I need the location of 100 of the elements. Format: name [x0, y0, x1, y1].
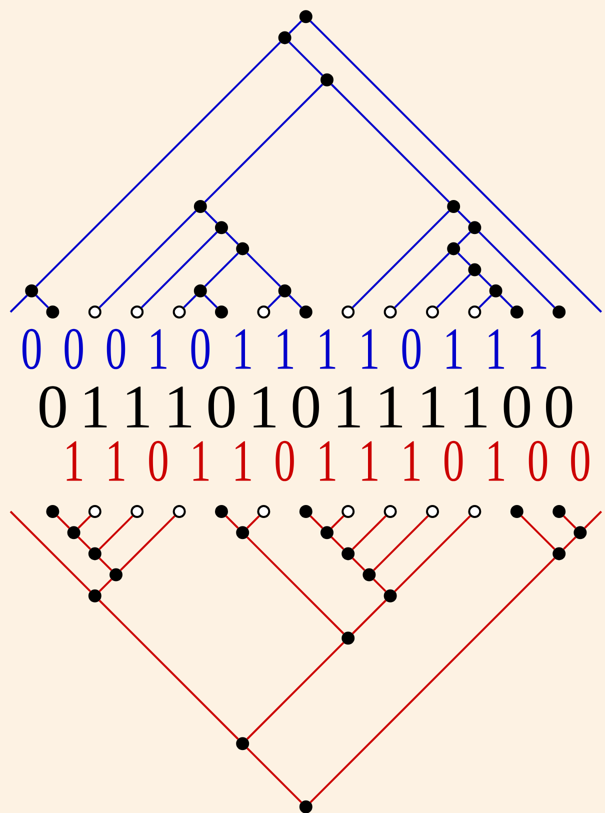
- tree-line: [520, 515, 556, 550]
- digit: 1: [464, 386, 486, 428]
- dot: [25, 284, 38, 298]
- digit: 1: [127, 386, 149, 428]
- dot: [278, 31, 292, 44]
- dot: [299, 10, 312, 24]
- digit: 1: [362, 329, 378, 369]
- tree-line: [204, 294, 218, 308]
- dot: [278, 284, 292, 298]
- digit: 1: [236, 441, 251, 481]
- digit: 0: [402, 328, 420, 370]
- dot: [236, 242, 250, 256]
- dot: [299, 505, 312, 518]
- dot: [468, 263, 482, 276]
- tree-line: [225, 232, 239, 245]
- dot: [46, 505, 60, 518]
- tree-line: [246, 252, 281, 288]
- tree-line: [78, 515, 92, 529]
- dot: [110, 568, 122, 582]
- tree-line: [288, 20, 302, 34]
- tree-line: [584, 510, 602, 529]
- dot: [194, 284, 207, 298]
- tree-line: [352, 600, 386, 634]
- tree-line: [330, 536, 344, 550]
- hollow-dot: [468, 505, 482, 518]
- digit: 0: [191, 328, 210, 370]
- tree-line: [500, 294, 513, 308]
- tree-line: [56, 515, 70, 529]
- dot: [384, 589, 397, 602]
- tree-line: [98, 578, 112, 592]
- tree-line: [373, 515, 429, 571]
- digit: 0: [528, 440, 548, 482]
- dot: [342, 632, 355, 645]
- tree-line: [246, 536, 344, 634]
- tree-line: [183, 294, 197, 308]
- digit: 0: [64, 328, 83, 370]
- digit: 0: [546, 386, 572, 428]
- dot: [215, 505, 228, 518]
- digit: 1: [404, 441, 420, 481]
- tree-line: [246, 515, 260, 529]
- digit: 1: [151, 329, 166, 369]
- digit: 1: [338, 386, 360, 428]
- digit: 1: [109, 441, 124, 481]
- dot: [88, 547, 102, 560]
- dot: [510, 505, 524, 518]
- digit: 0: [106, 328, 126, 370]
- dot: [489, 284, 502, 298]
- tree-line: [204, 252, 239, 288]
- tree-line: [246, 747, 302, 804]
- tree-line: [98, 515, 134, 550]
- hollow-dot: [88, 505, 102, 518]
- digit: 1: [362, 441, 378, 481]
- tree-line: [310, 558, 556, 803]
- tree-line: [288, 42, 324, 76]
- hollow-dot: [342, 505, 355, 518]
- hollow-dot: [257, 306, 270, 318]
- tree-line: [352, 210, 450, 308]
- tree-line: [478, 274, 492, 288]
- tree-line: [10, 294, 28, 313]
- tree-line: [35, 42, 281, 288]
- dot: [88, 589, 102, 602]
- tree-line: [78, 536, 92, 550]
- dot: [362, 568, 376, 582]
- tree-line: [330, 84, 450, 203]
- dot: [320, 73, 334, 86]
- dot: [552, 505, 566, 518]
- hollow-dot: [130, 306, 144, 318]
- tree-line: [288, 294, 302, 308]
- hollow-dot: [172, 505, 186, 518]
- tree-line: [204, 84, 324, 203]
- tree-line: [10, 510, 92, 592]
- tree-line: [352, 515, 386, 550]
- tree-line: [457, 210, 471, 224]
- digit: 0: [571, 440, 590, 482]
- tree-line: [457, 252, 471, 266]
- tree-line: [373, 578, 386, 592]
- tree-line: [436, 274, 471, 308]
- digit: 1: [278, 329, 293, 369]
- digit: 1: [84, 386, 107, 428]
- digit: 0: [40, 386, 66, 428]
- hollow-dot: [384, 505, 397, 518]
- dot: [574, 526, 587, 540]
- digit: 0: [292, 386, 319, 428]
- digit: 1: [236, 329, 251, 369]
- digit: 1: [66, 441, 82, 481]
- tree-line: [246, 642, 344, 740]
- digit: 1: [193, 441, 209, 481]
- tree-line: [310, 515, 324, 529]
- digit: 0: [22, 328, 41, 370]
- digit: 1: [380, 386, 402, 428]
- dot: [320, 526, 334, 540]
- digit: 1: [488, 441, 504, 481]
- digit: 1: [422, 386, 444, 428]
- dot: [194, 200, 207, 213]
- dot: [299, 800, 312, 813]
- digit: 1: [446, 329, 462, 369]
- digit: 1: [169, 386, 192, 428]
- tree-line: [35, 294, 49, 308]
- dot: [299, 306, 312, 318]
- dot: [342, 547, 355, 560]
